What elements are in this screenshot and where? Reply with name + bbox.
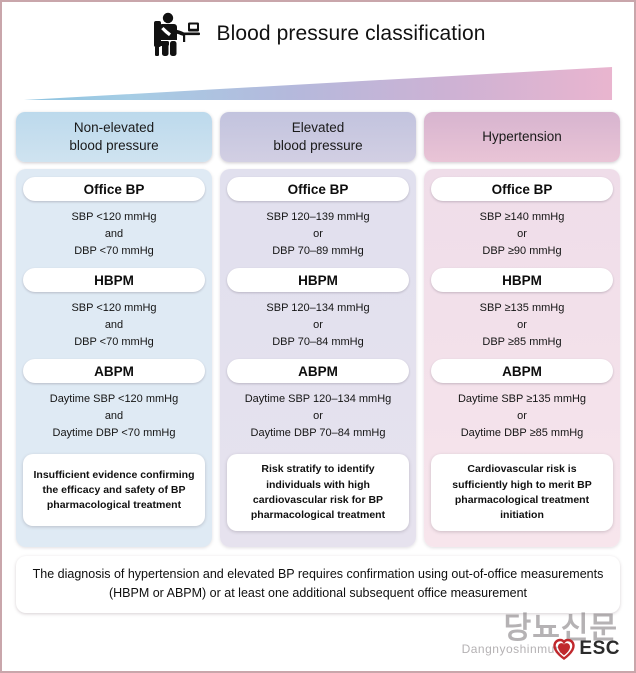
criteria-line2: Daytime DBP ≥85 mmHg	[460, 427, 584, 440]
criteria-line1: SBP 120–134 mmHg	[266, 302, 370, 315]
criteria-conjunction: or	[517, 319, 527, 332]
criteria-abpm: Daytime SBP 120–134 mmHg or Daytime DBP …	[227, 385, 409, 450]
treatment-note-text: Cardiovascular risk is sufficiently high…	[452, 463, 592, 522]
column-header-line1: Non-elevated	[73, 120, 155, 136]
column-header-line2: blood pressure	[69, 138, 159, 153]
criteria-line1: Daytime SBP ≥135 mmHg	[457, 393, 587, 406]
measure-label-abpm: ABPM	[227, 359, 409, 384]
measure-label-office-bp: Office BP	[227, 177, 409, 201]
diagnosis-footnote: The diagnosis of hypertension and elevat…	[16, 556, 620, 613]
criteria-line2: Daytime DBP 70–84 mmHg	[250, 427, 386, 440]
treatment-note-text: Risk stratify to identify individuals wi…	[250, 463, 386, 522]
column-header-elevated: Elevated blood pressure	[220, 112, 416, 162]
measure-label-hbpm: HBPM	[431, 268, 613, 293]
criteria-office-bp: SBP <120 mmHg and DBP <70 mmHg	[23, 203, 205, 268]
criteria-line2: DBP ≥85 mmHg	[482, 336, 562, 349]
criteria-line2: DBP <70 mmHg	[74, 336, 154, 349]
criteria-conjunction: and	[104, 319, 124, 332]
treatment-note: Risk stratify to identify individuals wi…	[227, 454, 409, 532]
header: Blood pressure classification	[2, 2, 634, 60]
criteria-conjunction: and	[104, 228, 124, 241]
column-header-line2: blood pressure	[273, 138, 363, 153]
treatment-note-text: Insufficient evidence confirming the eff…	[33, 468, 195, 512]
measure-label-office-bp: Office BP	[431, 177, 613, 201]
criteria-hbpm: SBP 120–134 mmHg or DBP 70–84 mmHg	[227, 294, 409, 359]
criteria-line2: DBP <70 mmHg	[74, 245, 154, 258]
column-body-elevated: Office BP SBP 120–139 mmHg or DBP 70–89 …	[220, 169, 416, 547]
criteria-office-bp: SBP ≥140 mmHg or DBP ≥90 mmHg	[431, 203, 613, 268]
criteria-line1: SBP 120–139 mmHg	[266, 211, 370, 223]
criteria-line1: SBP ≥135 mmHg	[479, 302, 565, 315]
criteria-line1: SBP ≥140 mmHg	[479, 211, 565, 223]
watermark-roman-text: Dangnyoshinmun	[461, 642, 562, 656]
column-non-elevated: Non-elevated blood pressure Office BP SB…	[16, 112, 212, 547]
column-header-line1: Hypertension	[482, 129, 562, 145]
criteria-conjunction: and	[104, 410, 124, 423]
criteria-line2: Daytime DBP <70 mmHg	[52, 427, 176, 440]
criteria-office-bp: SBP 120–139 mmHg or DBP 70–89 mmHg	[227, 203, 409, 268]
risk-gradient-wedge	[20, 62, 616, 102]
criteria-conjunction: or	[517, 228, 527, 241]
criteria-line1: SBP <120 mmHg	[71, 211, 157, 223]
column-header-non-elevated: Non-elevated blood pressure	[16, 112, 212, 162]
column-elevated: Elevated blood pressure Office BP SBP 12…	[220, 112, 416, 547]
column-body-hypertension: Office BP SBP ≥140 mmHg or DBP ≥90 mmHg …	[424, 169, 620, 547]
criteria-conjunction: or	[313, 228, 323, 241]
measure-label-hbpm: HBPM	[23, 268, 205, 293]
column-body-non-elevated: Office BP SBP <120 mmHg and DBP <70 mmHg…	[16, 169, 212, 547]
criteria-line2: DBP 70–84 mmHg	[272, 336, 364, 349]
criteria-conjunction: or	[517, 410, 527, 423]
esc-logo-text: ESC	[579, 638, 620, 659]
seated-patient-bp-measurement-icon	[150, 11, 202, 57]
criteria-conjunction: or	[313, 410, 323, 423]
column-hypertension: Hypertension Office BP SBP ≥140 mmHg or …	[424, 112, 620, 547]
column-header-line1: Elevated	[291, 120, 345, 136]
criteria-line2: DBP 70–89 mmHg	[272, 245, 364, 258]
classification-columns: Non-elevated blood pressure Office BP SB…	[2, 112, 634, 547]
criteria-abpm: Daytime SBP ≥135 mmHg or Daytime DBP ≥85…	[431, 385, 613, 450]
criteria-line1: Daytime SBP 120–134 mmHg	[244, 393, 392, 406]
criteria-line2: DBP ≥90 mmHg	[482, 245, 562, 258]
column-header-hypertension: Hypertension	[424, 112, 620, 162]
measure-label-hbpm: HBPM	[227, 268, 409, 293]
measure-label-abpm: ABPM	[23, 359, 205, 384]
measure-label-abpm: ABPM	[431, 359, 613, 384]
esc-heart-icon	[552, 637, 576, 661]
esc-logo: ESC	[552, 637, 620, 661]
criteria-abpm: Daytime SBP <120 mmHg and Daytime DBP <7…	[23, 385, 205, 450]
diagnosis-footnote-text: The diagnosis of hypertension and elevat…	[32, 567, 604, 600]
criteria-hbpm: SBP <120 mmHg and DBP <70 mmHg	[23, 294, 205, 359]
criteria-line1: SBP <120 mmHg	[71, 302, 157, 315]
criteria-line1: Daytime SBP <120 mmHg	[49, 393, 179, 406]
treatment-note: Insufficient evidence confirming the eff…	[23, 454, 205, 527]
criteria-hbpm: SBP ≥135 mmHg or DBP ≥85 mmHg	[431, 294, 613, 359]
page-title: Blood pressure classification	[216, 22, 486, 45]
measure-label-office-bp: Office BP	[23, 177, 205, 201]
treatment-note: Cardiovascular risk is sufficiently high…	[431, 454, 613, 532]
criteria-conjunction: or	[313, 319, 323, 332]
